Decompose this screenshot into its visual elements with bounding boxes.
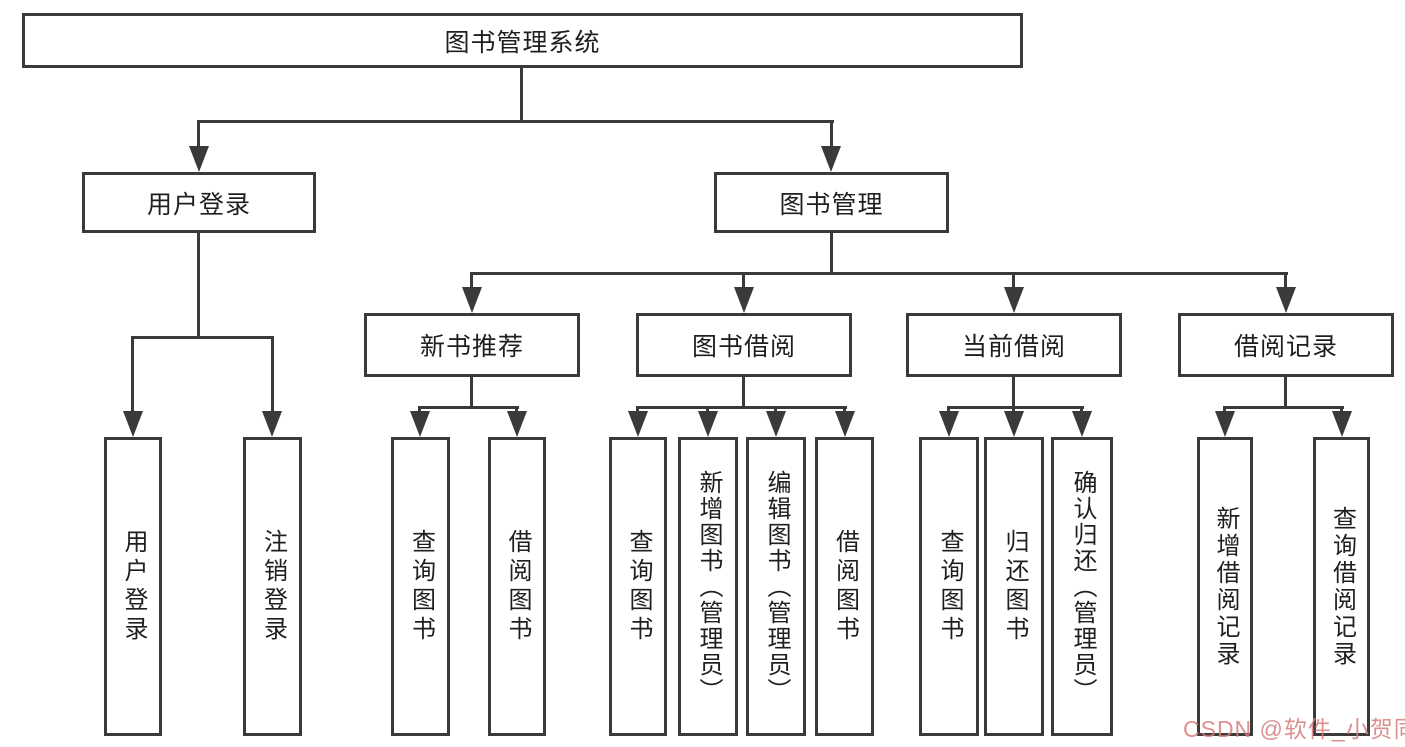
connector-newrec-drop1	[418, 406, 421, 414]
node-new-book-recommend: 新书推荐	[364, 313, 580, 377]
leaf-newrec-borrow-book: 借阅图书	[488, 437, 546, 736]
node-user-login: 用户登录	[82, 172, 316, 233]
arrow-down-icon	[1332, 411, 1352, 437]
connector-record-drop2	[1340, 406, 1343, 414]
node-book-borrow: 图书借阅	[636, 313, 852, 377]
arrow-down-icon	[628, 411, 648, 437]
arrow-down-icon	[1215, 411, 1235, 437]
leaf-borrow-borrow-book-label: 借阅图书	[831, 528, 859, 645]
arrow-down-icon	[462, 287, 482, 313]
connector-bookmgmt-drop3	[1012, 272, 1015, 288]
connector-userlogin-hline	[131, 336, 274, 339]
leaf-current-return-book-label: 归还图书	[1001, 528, 1028, 645]
csdn-watermark: CSDN @软件_小贺同学	[1183, 716, 1405, 742]
connector-bookmgmt-stem	[830, 233, 833, 272]
leaf-newrec-borrow-book-label: 借阅图书	[504, 528, 531, 645]
arrow-down-icon	[1276, 287, 1296, 313]
arrow-down-icon	[123, 411, 143, 437]
connector-borrow-drop2	[706, 406, 709, 414]
arrow-down-icon	[734, 287, 754, 313]
leaf-borrow-add-book-admin: 新增图书（管理员）	[678, 437, 738, 736]
arrow-down-icon	[1004, 411, 1024, 437]
connector-current-drop2	[1012, 406, 1015, 414]
connector-newrec-drop2	[515, 406, 518, 414]
node-borrow-record: 借阅记录	[1178, 313, 1394, 377]
leaf-borrow-add-book-admin-label: 新增图书（管理员）	[695, 469, 722, 704]
node-book-management: 图书管理	[714, 172, 949, 233]
connector-borrow-stem	[742, 377, 745, 406]
connector-newrec-hline	[418, 406, 519, 409]
arrow-down-icon	[189, 146, 209, 172]
connector-current-drop1	[947, 406, 950, 414]
leaf-borrow-edit-book-admin: 编辑图书（管理员）	[746, 437, 806, 736]
connector-root-drop-right	[830, 120, 833, 150]
leaf-record-add: 新增借阅记录	[1197, 437, 1253, 736]
connector-borrow-drop1	[636, 406, 639, 414]
connector-record-stem	[1284, 377, 1287, 406]
connector-root-stem	[520, 68, 523, 120]
leaf-borrow-edit-book-admin-label: 编辑图书（管理员）	[763, 469, 790, 704]
arrow-down-icon	[410, 411, 430, 437]
connector-userlogin-drop2	[271, 336, 274, 414]
leaf-current-query-book-label: 查询图书	[936, 528, 963, 645]
connector-current-hline	[947, 406, 1084, 409]
connector-userlogin-stem	[197, 233, 200, 336]
connector-record-hline	[1223, 406, 1344, 409]
leaf-current-query-book: 查询图书	[919, 437, 979, 736]
leaf-newrec-query-book: 查询图书	[391, 437, 450, 736]
node-user-login-label: 用户登录	[146, 190, 251, 219]
node-current-borrow: 当前借阅	[906, 313, 1122, 377]
connector-newrec-stem	[470, 377, 473, 406]
arrow-down-icon	[698, 411, 718, 437]
connector-bookmgmt-drop1	[470, 272, 473, 288]
connector-borrow-hline	[636, 406, 847, 409]
connector-borrow-drop3	[774, 406, 777, 414]
connector-record-drop1	[1223, 406, 1226, 414]
connector-userlogin-drop1	[131, 336, 134, 414]
leaf-user-login-label: 用户登录	[120, 528, 147, 645]
leaf-newrec-query-book-label: 查询图书	[407, 528, 435, 645]
leaf-current-confirm-return-admin-label: 确认归还（管理员）	[1069, 469, 1096, 704]
node-borrow-record-label: 借阅记录	[1233, 333, 1338, 361]
arrow-down-icon	[766, 411, 786, 437]
connector-current-drop3	[1080, 406, 1083, 414]
leaf-current-return-book: 归还图书	[984, 437, 1044, 736]
connector-bookmgmt-hline	[470, 272, 1288, 275]
arrow-down-icon	[1004, 287, 1024, 313]
leaf-current-confirm-return-admin: 确认归还（管理员）	[1051, 437, 1113, 736]
node-root: 图书管理系统	[22, 13, 1023, 68]
node-new-book-recommend-label: 新书推荐	[419, 333, 524, 361]
arrow-down-icon	[507, 411, 527, 437]
node-root-label: 图书管理系统	[444, 28, 601, 57]
node-book-borrow-label: 图书借阅	[691, 333, 796, 361]
leaf-borrow-query-book-label: 查询图书	[625, 528, 652, 645]
leaf-record-query: 查询借阅记录	[1313, 437, 1370, 736]
node-book-management-label: 图书管理	[779, 190, 884, 219]
arrow-down-icon	[1072, 411, 1092, 437]
connector-current-stem	[1012, 377, 1015, 406]
arrow-down-icon	[835, 411, 855, 437]
leaf-borrow-query-book: 查询图书	[609, 437, 667, 736]
connector-root-hline	[197, 120, 834, 123]
connector-bookmgmt-drop2	[742, 272, 745, 288]
arrow-down-icon	[939, 411, 959, 437]
connector-bookmgmt-drop4	[1284, 272, 1287, 288]
leaf-user-login: 用户登录	[104, 437, 162, 736]
leaf-record-query-label: 查询借阅记录	[1328, 505, 1356, 668]
leaf-record-add-label: 新增借阅记录	[1212, 505, 1239, 668]
connector-borrow-drop4	[843, 406, 846, 414]
leaf-borrow-borrow-book: 借阅图书	[815, 437, 874, 736]
leaf-logout-label: 注销登录	[259, 528, 287, 645]
arrow-down-icon	[821, 146, 841, 172]
node-current-borrow-label: 当前借阅	[961, 333, 1066, 361]
connector-root-drop-left	[197, 120, 200, 150]
arrow-down-icon	[262, 411, 282, 437]
leaf-logout: 注销登录	[243, 437, 302, 736]
